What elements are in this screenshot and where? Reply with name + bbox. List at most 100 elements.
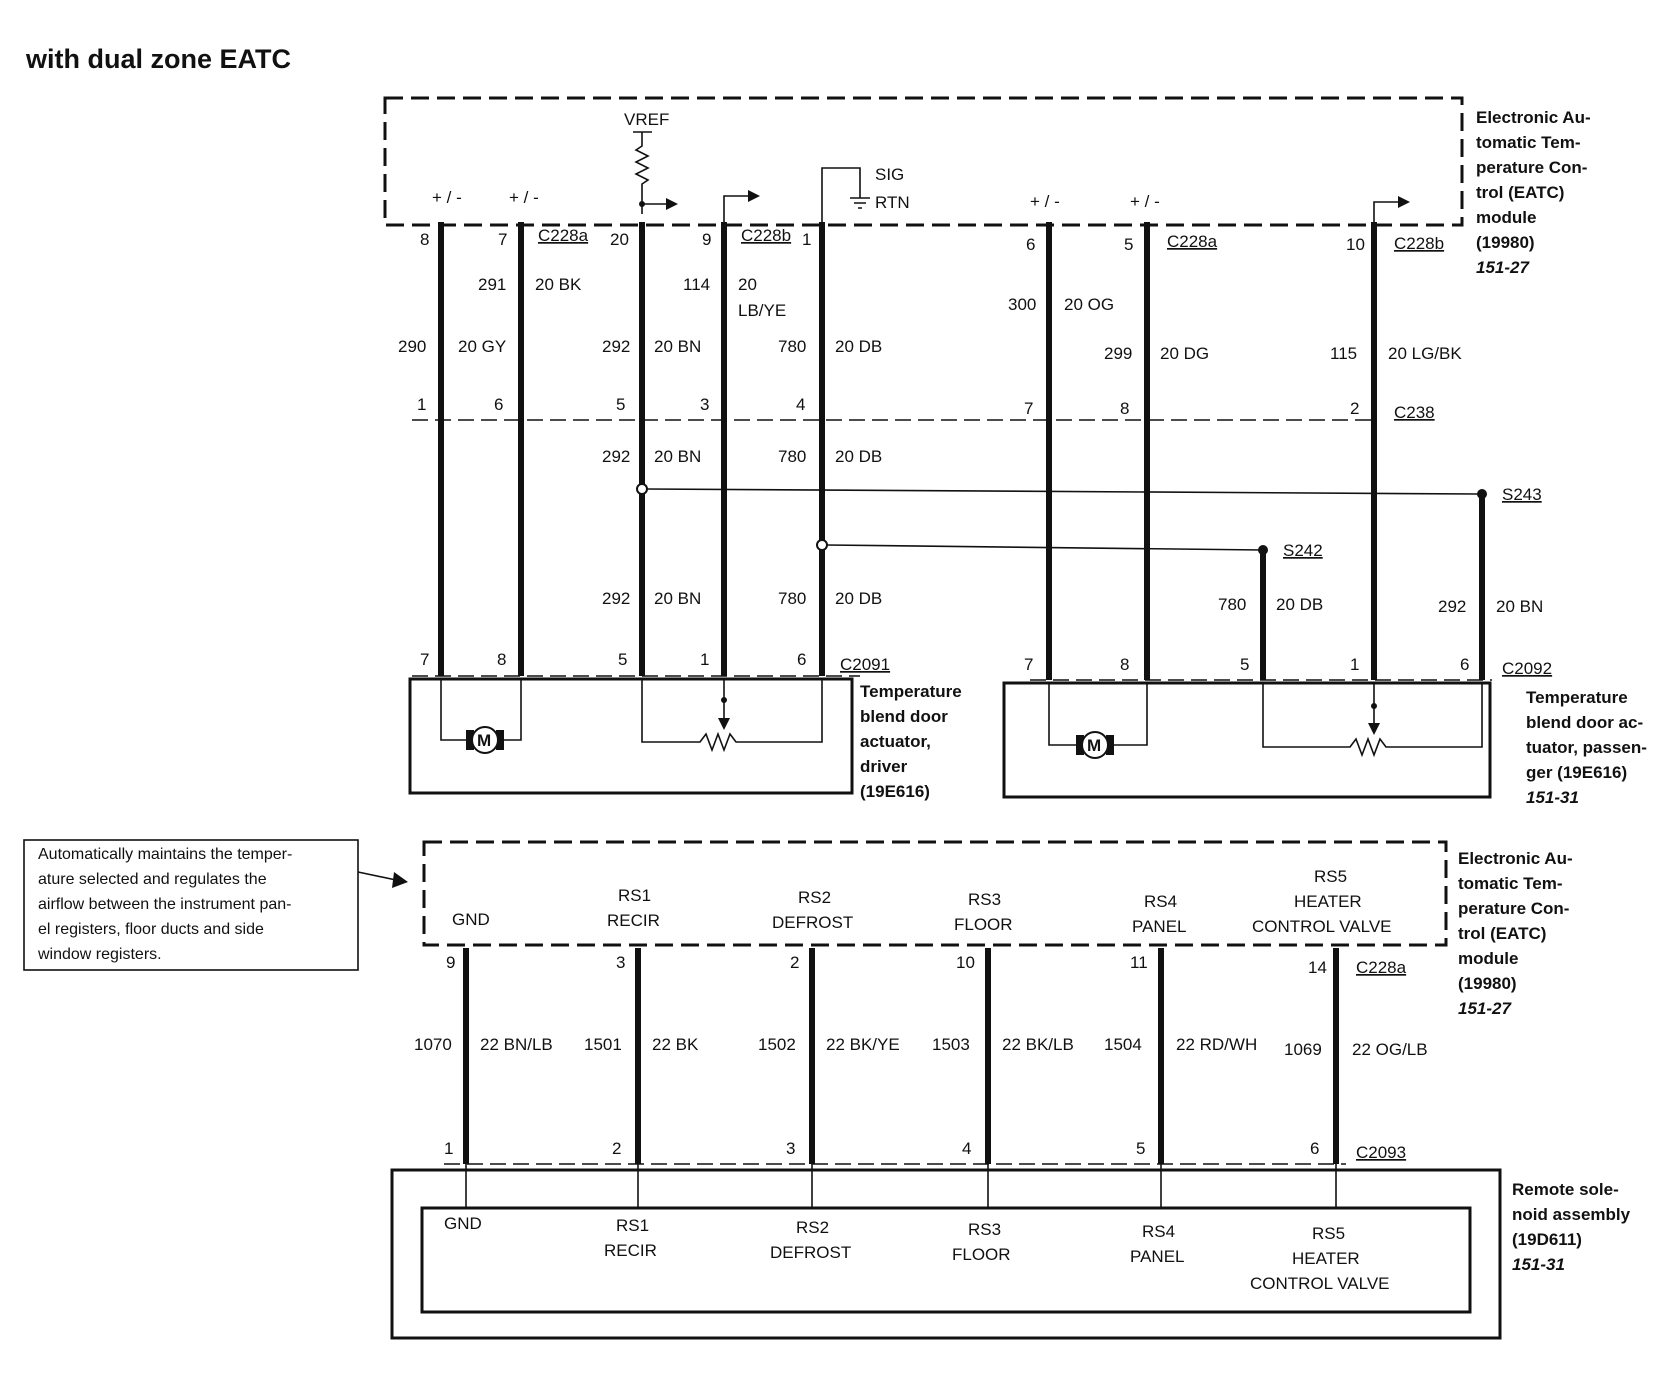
svg-text:20 BN: 20 BN [654, 447, 701, 466]
vref-arrow-icon [666, 198, 678, 210]
connector-c228b: C228b [1394, 234, 1444, 253]
splice-s243-label: S243 [1502, 485, 1542, 504]
svg-text:(19980): (19980) [1476, 233, 1535, 252]
svg-text:1069: 1069 [1284, 1040, 1322, 1059]
svg-text:20: 20 [738, 275, 757, 294]
svg-text:20 BN: 20 BN [654, 337, 701, 356]
svg-text:10: 10 [1346, 235, 1365, 254]
svg-text:RS4: RS4 [1142, 1222, 1175, 1241]
connector-c2091: C2091 [840, 655, 890, 674]
svg-text:780: 780 [778, 337, 806, 356]
solenoid-wire-rs5: RS5 HEATER CONTROL VALVE 14 1069 22 OG/L… [1252, 867, 1428, 1164]
svg-text:1: 1 [802, 230, 811, 249]
svg-text:tuator, passen-: tuator, passen- [1526, 738, 1647, 757]
svg-text:780: 780 [778, 447, 806, 466]
svg-text:20 DB: 20 DB [835, 447, 882, 466]
svg-text:14: 14 [1308, 958, 1327, 977]
sig-label: SIG [875, 165, 904, 184]
driver-motor-icon [471, 726, 499, 754]
driver-wiper-arrow-icon [718, 718, 730, 730]
svg-text:RS1: RS1 [616, 1216, 649, 1235]
solenoid-assembly-outer-box [390, 1168, 1502, 1340]
svg-text:20 GY: 20 GY [458, 337, 506, 356]
svg-text:11: 11 [1130, 953, 1148, 972]
svg-text:CONTROL VALVE: CONTROL VALVE [1250, 1274, 1390, 1293]
svg-text:DEFROST: DEFROST [772, 913, 853, 932]
svg-text:6: 6 [1026, 235, 1035, 254]
svg-text:blend door ac-: blend door ac- [1526, 713, 1643, 732]
svg-text:perature Con-: perature Con- [1458, 899, 1569, 918]
svg-text:Electronic Au-: Electronic Au- [1476, 108, 1591, 127]
svg-text:9: 9 [446, 953, 455, 972]
splice-junction [816, 539, 828, 551]
driver-actuator-box [408, 677, 854, 795]
svg-text:20 DB: 20 DB [835, 589, 882, 608]
branch-780-to-s242 [825, 544, 1264, 551]
svg-text:151-27: 151-27 [1458, 999, 1512, 1018]
passenger-potentiometer [1262, 683, 1483, 758]
svg-text:HEATER: HEATER [1294, 892, 1362, 911]
svg-text:9: 9 [702, 230, 711, 249]
svg-text:22 OG/LB: 22 OG/LB [1352, 1040, 1428, 1059]
pin10-tap [1373, 201, 1402, 230]
motor-brush [466, 730, 474, 750]
svg-text:5: 5 [1136, 1139, 1145, 1158]
svg-text:(19D611): (19D611) [1512, 1230, 1582, 1249]
svg-text:292: 292 [1438, 597, 1466, 616]
motor-brush [496, 730, 504, 750]
svg-text:noid assembly: noid assembly [1512, 1205, 1631, 1224]
pin9-tap [723, 195, 752, 230]
motor-symbol: M [477, 731, 491, 750]
svg-text:151-31: 151-31 [1512, 1255, 1565, 1274]
solenoid-assembly-label: Remote sole- noid assembly (19D611) 151-… [1512, 1180, 1631, 1274]
svg-text:GND: GND [452, 910, 490, 929]
svg-text:DEFROST: DEFROST [770, 1243, 851, 1262]
svg-text:blend door: blend door [860, 707, 948, 726]
svg-text:trol (EATC): trol (EATC) [1476, 183, 1564, 202]
svg-text:(19E616): (19E616) [860, 782, 930, 801]
svg-text:tomatic Tem-: tomatic Tem- [1458, 874, 1563, 893]
svg-text:RS2: RS2 [798, 888, 831, 907]
svg-text:CONTROL VALVE: CONTROL VALVE [1252, 917, 1392, 936]
svg-text:8: 8 [1120, 399, 1129, 418]
svg-text:GND: GND [444, 1214, 482, 1233]
driver-wire-291: 7 291 20 BK 6 8 [478, 222, 582, 676]
note-text: Automatically maintains the temper- atur… [37, 846, 292, 963]
svg-text:5: 5 [1124, 235, 1133, 254]
svg-text:4: 4 [962, 1139, 971, 1158]
splice-junction [636, 483, 648, 495]
rtn-label: RTN [875, 193, 910, 212]
svg-text:20 DG: 20 DG [1160, 344, 1209, 363]
svg-text:Remote sole-: Remote sole- [1512, 1180, 1619, 1199]
polarity-label: + / - [509, 188, 539, 207]
connector-c2093: C2093 [1356, 1143, 1406, 1162]
svg-text:1501: 1501 [584, 1035, 622, 1054]
svg-text:perature Con-: perature Con- [1476, 158, 1587, 177]
svg-text:114: 114 [683, 275, 710, 294]
driver-lower-labels: 292 20 BN 780 20 DB 292 20 BN 780 20 DB [602, 447, 882, 608]
svg-text:6: 6 [1310, 1139, 1319, 1158]
svg-text:151-27: 151-27 [1476, 258, 1530, 277]
svg-text:PANEL: PANEL [1130, 1247, 1185, 1266]
svg-text:8: 8 [1120, 655, 1129, 674]
svg-text:10: 10 [956, 953, 975, 972]
connector-c228b: C228b [741, 226, 791, 245]
pin10-arrow-icon [1398, 196, 1410, 208]
svg-text:Temperature: Temperature [860, 682, 962, 701]
svg-text:22 BK/YE: 22 BK/YE [826, 1035, 900, 1054]
svg-text:ger (19E616): ger (19E616) [1526, 763, 1627, 782]
svg-text:RS1: RS1 [618, 886, 651, 905]
solenoid-internal-labels: GND RS1 RECIR RS2 DEFROST RS3 FLOOR RS4 … [444, 1214, 1390, 1293]
motor-symbol: M [1087, 736, 1101, 755]
svg-text:22 BN/LB: 22 BN/LB [480, 1035, 553, 1054]
svg-text:6: 6 [797, 650, 806, 669]
svg-text:20 BN: 20 BN [1496, 597, 1543, 616]
svg-text:20 BN: 20 BN [654, 589, 701, 608]
svg-text:22 BK/LB: 22 BK/LB [1002, 1035, 1074, 1054]
svg-text:actuator,: actuator, [860, 732, 931, 751]
branch-292-to-s243 [645, 488, 1479, 495]
svg-text:8: 8 [420, 230, 429, 249]
svg-text:7: 7 [1024, 399, 1033, 418]
driver-wire-290: 8 290 20 GY 1 7 [398, 222, 506, 676]
